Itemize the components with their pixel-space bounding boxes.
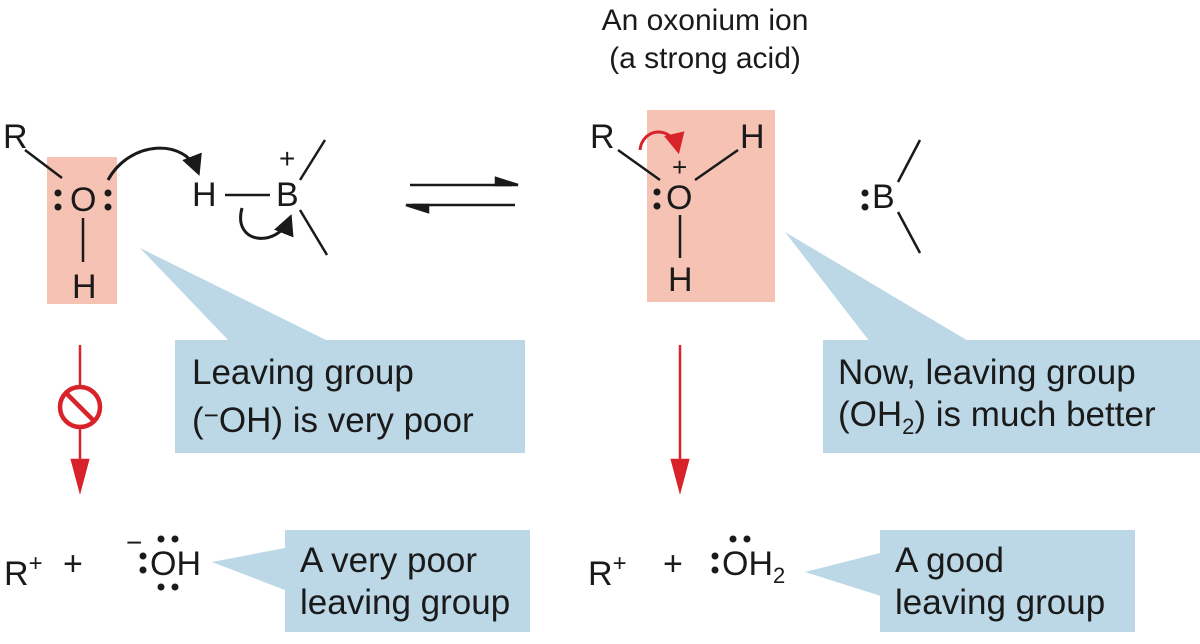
curved-arrow-o-to-h [106,146,202,181]
callout-left-upper-text: Leaving group (−OH) is very poor [192,352,474,442]
callout-left-upper-line1: Leaving group [192,353,414,392]
atom-h-oxonium-bottom: H [668,261,693,299]
lone-pairs-left-o [54,189,112,211]
products-right-cation: R+ [588,550,627,593]
callout-left-lower-text: A very poor leaving group [300,540,510,624]
prohibition-icon [57,384,103,430]
acid-bonds [225,139,329,256]
callout-right-lower [805,530,1135,632]
callout-right-lower-text: A good leaving group [895,540,1105,624]
callout-right-lower-line1: A good [895,541,1004,580]
products-left-anion: OH [150,545,201,583]
equilibrium-arrows-icon [405,176,519,214]
atom-h-acid: H [192,176,217,214]
title-line-2: (a strong acid) [609,42,801,75]
atom-b-acid: B [276,176,299,214]
products-right-water: OH2 [722,545,786,588]
curved-arrow-bond-to-b [239,207,294,240]
red-curved-arrow-r-bond [638,130,685,155]
atom-r-left: R [3,118,28,156]
title-line-1: An oxonium ion [601,4,809,37]
callout-left-lower [212,530,530,632]
lone-pair-base-b [861,189,869,211]
callout-left-upper-line2: (−OH) is very poor [192,400,474,440]
charge-oxonium: + [672,152,688,182]
products-left-anion-charge: − [126,527,143,558]
callout-right-upper-line1: Now, leaving group [838,353,1136,392]
atom-h-oxonium-top: H [740,118,765,156]
lone-pairs-hydroxide [139,535,179,591]
oxonium-bonds [617,148,739,258]
atom-h-left: H [72,268,97,306]
products-right-plus: + [663,545,683,583]
products-left-plus: + [63,545,83,583]
base-bonds [896,139,922,254]
atom-o-left: O [70,181,97,219]
lone-pairs-water [711,535,751,574]
callout-left-lower-line1: A very poor [300,541,478,580]
atom-b-base: B [872,178,895,216]
callout-right-upper-text: Now, leaving group (OH2) is much better [838,352,1156,448]
atom-o-oxonium: O [666,179,693,217]
red-arrow-right [670,345,690,495]
atom-r-oxonium: R [590,118,615,156]
callout-right-upper-line2: (OH2) is much better [838,395,1156,439]
products-left-cation: R+ [4,550,43,593]
charge-b-acid: + [279,143,296,174]
callout-left-upper [140,248,525,453]
oxonium-title: An oxonium ion (a strong acid) [540,2,870,78]
red-arrow-left [70,345,90,495]
callout-right-lower-line2: leaving group [895,583,1106,622]
callout-right-upper [785,232,1200,453]
lone-pair-oxonium-o [653,188,661,210]
callout-left-lower-line2: leaving group [300,583,511,622]
alcohol-bonds-left [24,149,85,262]
